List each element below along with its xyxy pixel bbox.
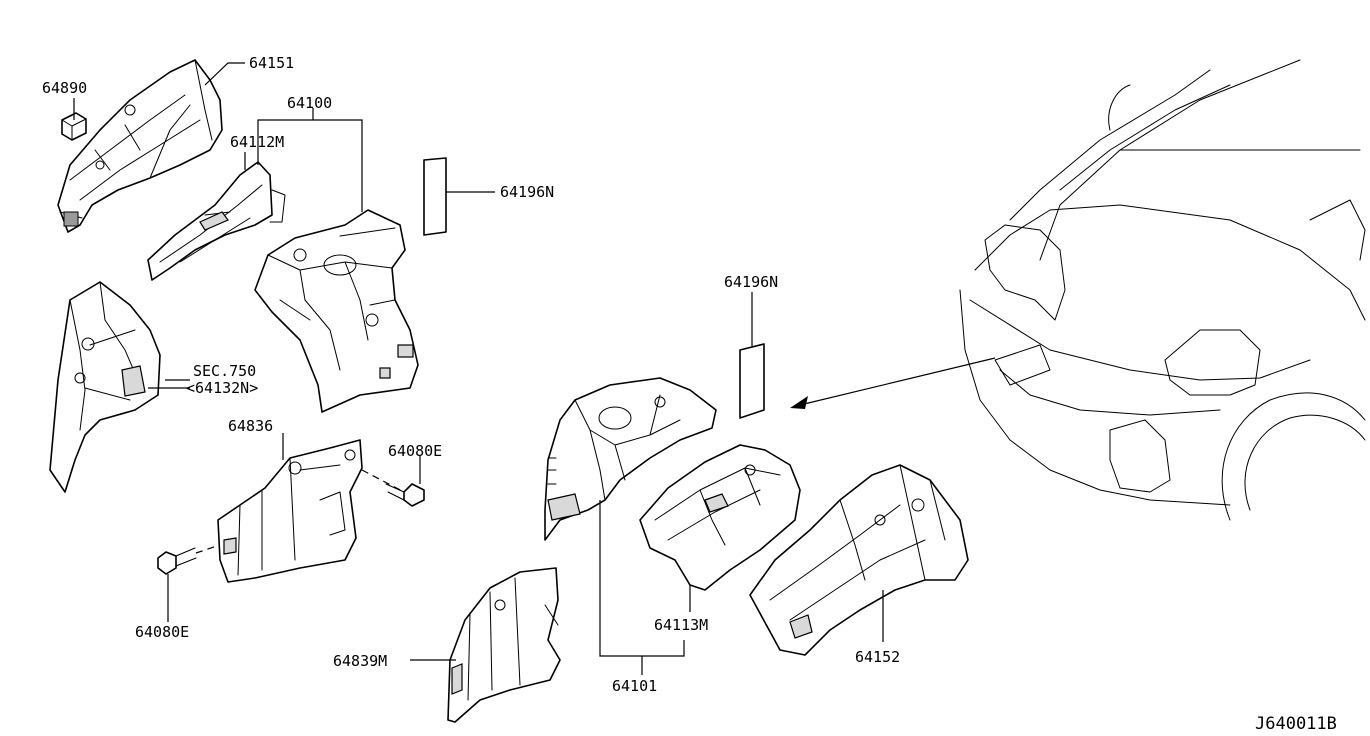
callout-64152: 64152 xyxy=(855,648,900,666)
callout-64100: 64100 xyxy=(287,94,332,112)
part-64196N-right-pad[interactable] xyxy=(739,343,765,419)
part-64152-hood-ledge[interactable] xyxy=(749,464,969,656)
vehicle-front-outline xyxy=(959,59,1366,521)
part-64113M-upper-member[interactable] xyxy=(639,444,801,591)
callout-64080E-right: 64080E xyxy=(388,442,442,460)
locator-arrow xyxy=(790,357,996,409)
callout-64196N-right: 64196N xyxy=(724,273,778,291)
callout-64101: 64101 xyxy=(612,677,657,695)
leader-lines xyxy=(73,62,884,675)
callout-64196N-left: 64196N xyxy=(500,183,554,201)
part-64890-clip[interactable] xyxy=(61,112,87,141)
part-64836-splash-shield[interactable] xyxy=(217,439,363,583)
callout-64151: 64151 xyxy=(249,54,294,72)
part-64196N-left-pad[interactable] xyxy=(423,157,447,236)
bolt-64080E-left[interactable] xyxy=(157,547,197,575)
bolt-right-dash xyxy=(361,469,405,493)
callout-sec750: SEC.750 xyxy=(193,362,256,380)
bolt-64080E-right[interactable] xyxy=(385,483,425,507)
callout-64112M: 64112M xyxy=(230,133,284,151)
part-64112M-upper-member[interactable] xyxy=(147,161,286,281)
part-64151-hood-ledge[interactable] xyxy=(57,59,223,233)
part-64839M-splash-shield[interactable] xyxy=(447,567,561,723)
callout-64080E-left: 64080E xyxy=(135,623,189,641)
diagram-reference-code: J640011B xyxy=(1255,714,1337,734)
callout-64890: 64890 xyxy=(42,79,87,97)
callout-64839M: 64839M xyxy=(333,652,387,670)
callout-64113M: 64113M xyxy=(654,616,708,634)
part-sec750-shield[interactable] xyxy=(49,281,161,493)
callout-sec750-sub: <64132N> xyxy=(186,379,258,397)
callout-64836: 64836 xyxy=(228,417,273,435)
part-64101-strut-housing[interactable] xyxy=(544,377,717,541)
part-64100-hoodledge-assembly[interactable] xyxy=(254,209,419,413)
bolt-left-dash xyxy=(195,544,221,554)
